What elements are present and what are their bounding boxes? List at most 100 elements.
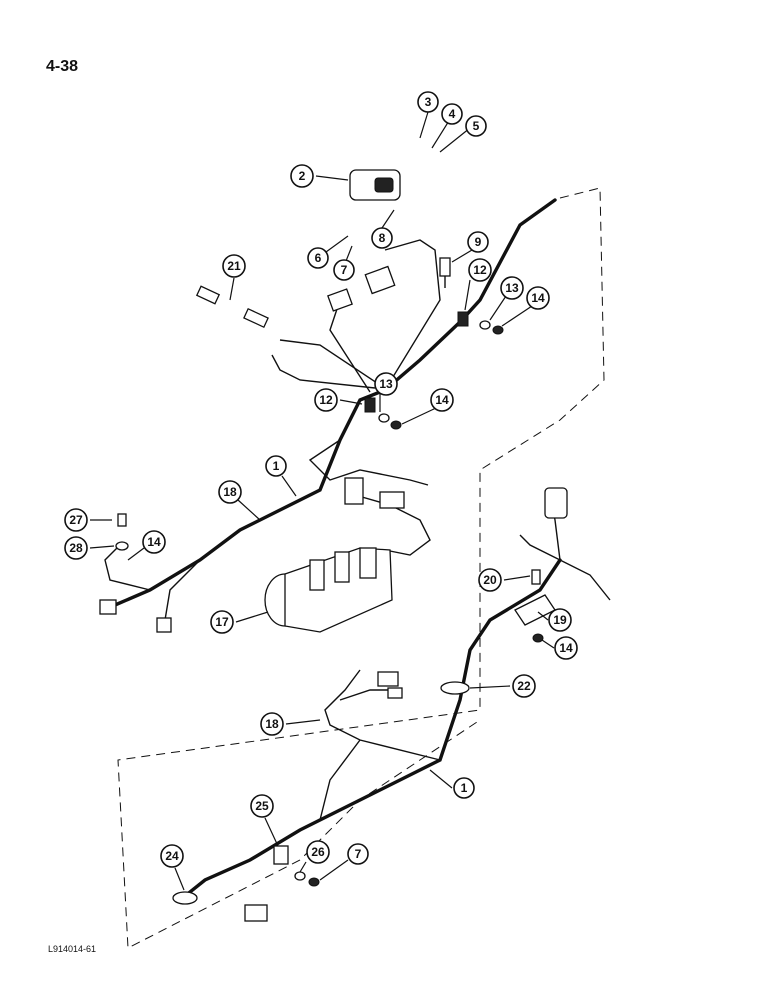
clamp-25 — [273, 845, 289, 865]
main-harness-lower — [178, 558, 562, 902]
nut-14d — [532, 633, 544, 643]
clip-12a — [457, 311, 469, 327]
connector-upper — [327, 265, 396, 312]
switch-2 — [349, 169, 401, 201]
svg-text:22: 22 — [517, 679, 531, 693]
washer-28 — [115, 541, 129, 551]
nut-14b — [390, 420, 402, 430]
figure-code: L914014-61 — [48, 944, 97, 954]
svg-text:14: 14 — [559, 641, 573, 655]
svg-text:14: 14 — [147, 535, 161, 549]
callout-25: 25 — [250, 794, 274, 818]
connector-mid — [344, 477, 405, 509]
svg-text:13: 13 — [505, 281, 519, 295]
clamp-22 — [440, 681, 470, 695]
callout-8: 8 — [371, 227, 393, 249]
svg-text:12: 12 — [319, 393, 333, 407]
connector-lower — [377, 671, 403, 699]
callout-1-lower: 1 — [453, 777, 475, 799]
svg-text:9: 9 — [475, 235, 482, 249]
clamp-24 — [172, 891, 198, 905]
callout-14-upper: 14 — [526, 286, 550, 310]
svg-text:1: 1 — [461, 781, 468, 795]
callout-17: 17 — [210, 610, 234, 634]
svg-text:14: 14 — [531, 291, 545, 305]
connector-left — [99, 599, 172, 633]
svg-text:4: 4 — [449, 107, 456, 121]
main-harness-upper — [113, 198, 557, 607]
callout-7-lower: 7 — [347, 843, 369, 865]
callout-24: 24 — [160, 844, 184, 868]
svg-text:12: 12 — [473, 263, 487, 277]
bolt-20 — [531, 569, 541, 585]
wire-branch-connector-lower — [339, 689, 395, 701]
svg-text:1: 1 — [273, 459, 280, 473]
svg-text:26: 26 — [311, 845, 325, 859]
svg-text:25: 25 — [255, 799, 269, 813]
svg-text:6: 6 — [315, 251, 322, 265]
svg-text:13: 13 — [379, 377, 393, 391]
svg-text:14: 14 — [435, 393, 449, 407]
svg-text:8: 8 — [379, 231, 386, 245]
callout-19: 19 — [548, 608, 572, 632]
callout-4: 4 — [441, 103, 463, 125]
callout-14-mid: 14 — [430, 388, 454, 412]
callout-12-mid: 12 — [314, 388, 338, 412]
callout-26: 26 — [306, 840, 330, 864]
wire-branch-right — [559, 559, 611, 601]
callout-3: 3 — [417, 91, 439, 113]
wire-branch-21 — [279, 339, 381, 386]
callout-14-left: 14 — [142, 530, 166, 554]
leader-lines — [89, 111, 555, 891]
svg-text:28: 28 — [69, 541, 83, 555]
callout-6: 6 — [307, 247, 329, 269]
page-number: 4-38 — [46, 58, 79, 75]
svg-text:21: 21 — [227, 259, 241, 273]
callout-28: 28 — [64, 536, 88, 560]
callout-1-upper: 1 — [265, 455, 287, 477]
callout-2: 2 — [290, 164, 314, 188]
socket-connector — [544, 487, 568, 519]
callout-9: 9 — [467, 231, 489, 253]
relay-module-17 — [264, 547, 393, 633]
wire-branch-9 — [384, 239, 441, 391]
svg-text:27: 27 — [69, 513, 83, 527]
svg-text:7: 7 — [355, 847, 362, 861]
nut-7b — [308, 877, 320, 887]
wire-branch-loop — [308, 439, 429, 486]
callout-12-upper: 12 — [468, 258, 492, 282]
washer-13b — [378, 413, 390, 423]
nut-14a — [492, 325, 504, 335]
callout-7-upper: 7 — [333, 259, 355, 281]
callout-22: 22 — [512, 674, 536, 698]
svg-text:20: 20 — [483, 573, 497, 587]
callout-21: 21 — [222, 254, 246, 278]
callout-20: 20 — [478, 568, 502, 592]
sender-9 — [439, 257, 451, 288]
wire-branch-lower-mid — [319, 739, 361, 821]
svg-text:7: 7 — [341, 263, 348, 277]
wire-branch-ring — [271, 354, 376, 389]
wire-branch-18b — [324, 669, 441, 761]
svg-text:24: 24 — [165, 849, 179, 863]
svg-text:5: 5 — [473, 119, 480, 133]
wire-branch-connector — [329, 299, 371, 393]
callout-18-lower: 18 — [260, 712, 284, 736]
connector-bottom — [244, 904, 268, 922]
svg-text:19: 19 — [553, 613, 567, 627]
svg-text:18: 18 — [223, 485, 237, 499]
sensor-21 — [195, 285, 269, 329]
bolt-27 — [117, 513, 127, 527]
wire-branch-left — [164, 559, 201, 621]
washer-26 — [294, 871, 306, 881]
callout-5: 5 — [465, 115, 487, 137]
svg-text:17: 17 — [215, 615, 229, 629]
clip-12b — [364, 397, 376, 413]
wire-branch-ground — [104, 544, 151, 591]
svg-text:18: 18 — [265, 717, 279, 731]
callout-14-right: 14 — [554, 636, 578, 660]
wire-branch-20 — [519, 534, 561, 561]
svg-text:2: 2 — [299, 169, 306, 183]
callout-13-mid: 13 — [374, 372, 398, 396]
